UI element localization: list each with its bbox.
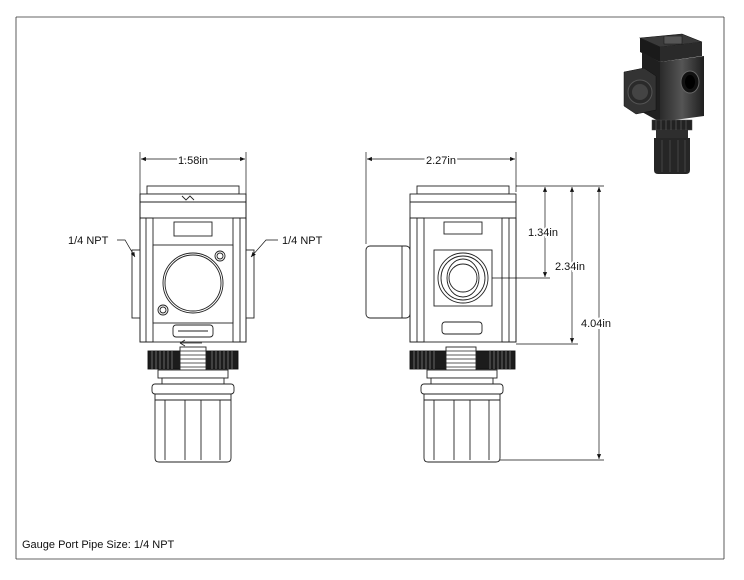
front-width-label: 1.58in	[178, 155, 208, 167]
side-width-label: 2.27in	[426, 155, 456, 167]
height-dimensions	[492, 185, 604, 461]
center-height-label: 2.34in	[555, 261, 585, 273]
side-width-dimension	[365, 152, 517, 244]
regulator-3d-render	[623, 33, 704, 174]
left-port-label: 1/4 NPT	[68, 235, 109, 247]
overall-height-label: 4.04in	[581, 318, 611, 330]
right-port-leader	[250, 239, 278, 258]
port-height-label: 1.34in	[528, 227, 558, 239]
side-view	[365, 185, 517, 463]
right-port-label: 1/4 NPT	[282, 235, 323, 247]
sheet-border	[15, 16, 725, 560]
front-width-dimension	[139, 152, 247, 220]
front-view	[131, 185, 255, 463]
left-port-leader	[117, 239, 136, 258]
gauge-port-note: Gauge Port Pipe Size: 1/4 NPT	[22, 539, 175, 551]
